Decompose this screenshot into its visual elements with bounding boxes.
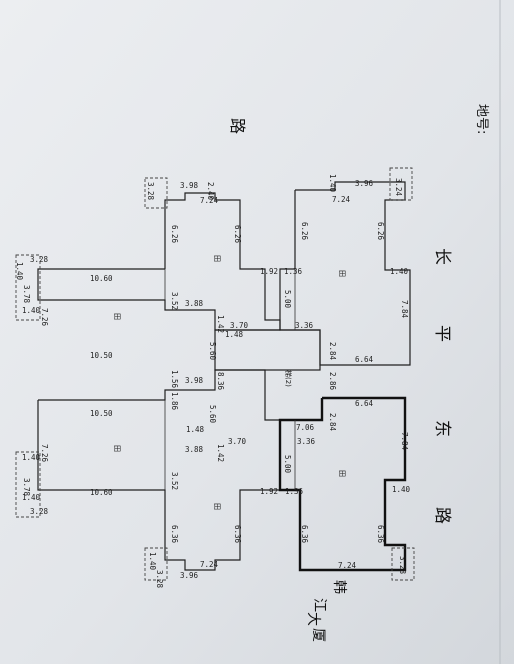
- dimension-label: 1.40: [22, 493, 41, 502]
- dimension-label: 1.40: [328, 174, 337, 193]
- dimension-label: 6.36: [170, 525, 179, 544]
- dimension-label: 1.42: [216, 315, 225, 333]
- street-char: 路: [432, 507, 452, 524]
- dimension-label: 3.96: [180, 571, 199, 580]
- dimension-label: 6.64: [355, 399, 374, 408]
- dimension-label: 6.26: [300, 222, 309, 241]
- stair-core: [214, 329, 321, 371]
- dimension-label: 1.92: [260, 267, 278, 276]
- land-number-label: 地号:: [474, 104, 489, 134]
- dimension-label: 6.36: [376, 525, 385, 544]
- room-label: 田: [113, 445, 121, 452]
- dimension-label: 10.50: [90, 409, 113, 418]
- dimension-label: 2.40: [206, 182, 215, 201]
- dimension-label: 3.70: [230, 321, 249, 330]
- dimension-label: 1.40: [390, 267, 409, 276]
- street-char: 平: [432, 325, 452, 342]
- dimension-label: 1.36: [284, 267, 303, 276]
- stair-label: 梯(2): [284, 370, 293, 387]
- dimension-label: 3.96: [355, 179, 374, 188]
- dimension-label: 1.36: [285, 487, 304, 496]
- dimension-label: 5.00: [283, 455, 292, 474]
- street-char: 大: [305, 612, 321, 626]
- balcony-top-left: [144, 177, 168, 209]
- dimension-label: 3.36: [297, 437, 316, 446]
- unit-outline-top-right: [279, 181, 411, 366]
- dimension-label: 1.56: [170, 370, 179, 389]
- dimension-label: 2.86: [328, 372, 337, 391]
- dimension-label: 5.00: [283, 290, 292, 309]
- dimension-label: 2.84: [328, 413, 337, 432]
- dimension-label: 7.24: [200, 196, 219, 205]
- room-label: 田: [338, 470, 346, 477]
- dimension-label: 1.40: [22, 453, 41, 462]
- street-char: 东: [432, 420, 452, 437]
- dimension-label: 10.60: [90, 274, 113, 283]
- dimension-label: 3.78: [22, 285, 31, 304]
- unit-outline-bottom-left: [37, 369, 281, 571]
- dimension-label: 1.92: [260, 487, 278, 496]
- dimension-label: 1.40: [392, 485, 411, 494]
- dimension-label: 3.28: [30, 255, 49, 264]
- dimension-label: 7.06: [296, 423, 315, 432]
- dimension-label: 3.28: [398, 556, 407, 575]
- dimension-label: 3.88: [185, 299, 204, 308]
- street-char: 厦: [310, 628, 326, 642]
- dimension-label: 3.52: [170, 472, 179, 490]
- dimension-label: 3.28: [155, 570, 164, 589]
- dimension-label: 7.24: [200, 560, 219, 569]
- dimension-label: 10.60: [90, 488, 113, 497]
- dimension-label: 3.98: [180, 181, 199, 190]
- street-char: 江: [311, 598, 327, 612]
- dimension-label: 6.36: [233, 525, 242, 544]
- dimension-label: 5.60: [208, 405, 217, 424]
- dimension-label: 1.86: [170, 392, 179, 411]
- dimension-label: 3.28: [146, 182, 155, 201]
- dimension-label: 2.84: [328, 342, 337, 361]
- room-label: 田: [113, 313, 121, 320]
- dimension-label: 3.78: [22, 478, 31, 497]
- dimension-label: 3.70: [228, 437, 247, 446]
- dimension-label: 8.36: [216, 372, 225, 391]
- dimension-label: 3.36: [295, 321, 314, 330]
- balcony-left-lower: [15, 451, 41, 518]
- room-label: 田: [338, 270, 346, 277]
- dimension-label: 1.40: [148, 552, 157, 571]
- dimension-label: 1.48: [186, 425, 205, 434]
- dimension-label: 1.40: [15, 262, 24, 281]
- dimension-label: 6.64: [355, 355, 374, 364]
- dimension-label: 7.84: [400, 300, 409, 319]
- room-label: 田: [213, 503, 221, 510]
- unit-outline-bottom-right[interactable]: [278, 396, 407, 572]
- dimension-label: 7.24: [332, 195, 351, 204]
- dimension-label: 7.26: [40, 444, 49, 463]
- balcony-bottom-right: [391, 547, 415, 581]
- street-char: 长: [432, 248, 452, 265]
- dimension-label: 1.42: [216, 444, 225, 462]
- dimension-label: 5.60: [208, 342, 217, 361]
- dimension-label: 3.52: [170, 292, 179, 310]
- dimension-label: 3.98: [185, 376, 204, 385]
- dimension-label: 6.26: [233, 225, 242, 244]
- balcony-bottom-left: [144, 547, 168, 581]
- dimension-label: 6.26: [376, 222, 385, 241]
- balcony-left-upper: [15, 254, 41, 321]
- dimension-label: 7.84: [400, 432, 409, 451]
- road-label: 路: [228, 118, 247, 134]
- dimension-label: 6.36: [300, 525, 309, 544]
- dimension-label: 1.40: [22, 306, 41, 315]
- balcony-top-right: [389, 167, 413, 201]
- dimension-label: 7.26: [40, 308, 49, 327]
- dimension-label: 1.48: [225, 330, 244, 339]
- room-label: 田: [213, 255, 221, 262]
- dimension-label: 3.88: [185, 445, 204, 454]
- dimension-label: 7.24: [338, 561, 357, 570]
- dimension-label: 10.50: [90, 351, 113, 360]
- street-char: 韩: [331, 580, 347, 594]
- dimension-label: 3.24: [394, 178, 403, 197]
- dimension-label: 3.28: [30, 507, 49, 516]
- dimension-label: 6.26: [170, 225, 179, 244]
